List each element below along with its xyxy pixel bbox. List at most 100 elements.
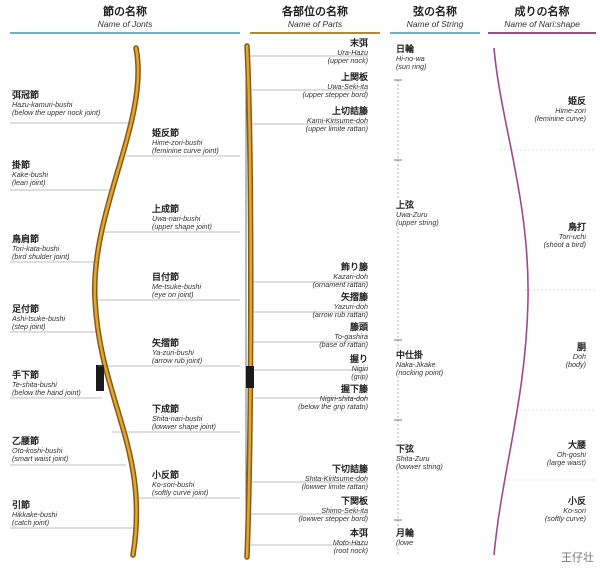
shape-label: 胴 Doh (body) bbox=[566, 342, 586, 369]
part-translation: (root nock) bbox=[333, 546, 368, 556]
joint-translation: (softly curve joint) bbox=[152, 488, 209, 498]
joint-jp: 乙腰節 bbox=[12, 436, 40, 446]
joint-jp: 引節 bbox=[12, 500, 31, 510]
string-translation: (nocking point) bbox=[396, 368, 444, 378]
joint-translation: (upper shape joint) bbox=[152, 222, 212, 232]
part-jp: 籐頭 bbox=[349, 322, 368, 332]
string-jp: 下弦 bbox=[396, 444, 415, 454]
joint-romaji: Ashi-tsuke-bushi bbox=[12, 314, 66, 323]
string-translation: (upper string) bbox=[396, 218, 439, 228]
joint-translation: (catch joint) bbox=[12, 518, 50, 528]
joint-label: 引節 Hikkake-bushi (catch joint) bbox=[12, 500, 57, 527]
joint-label: 掛節 Kake-bushi (lean joint) bbox=[12, 160, 48, 187]
part-translation: (upper nock) bbox=[327, 56, 368, 66]
part-romaji: Nigiri-shita-doh bbox=[319, 394, 368, 403]
header-shapes-line bbox=[488, 32, 596, 34]
joint-romaji: Ya-zuri-bushi bbox=[152, 348, 194, 357]
joint-translation: (feminine curve joint) bbox=[152, 146, 219, 156]
string-romaji: Uwa-Zuru bbox=[396, 210, 428, 219]
bow-parts-grip bbox=[246, 366, 254, 388]
part-romaji: Shimo-Seki-ita bbox=[321, 506, 368, 515]
string-label: 上弦 Uwa-Zuru (upper string) bbox=[396, 200, 439, 228]
shape-romaji: Doh bbox=[572, 352, 586, 361]
part-label: 握り Nigiri (grip) bbox=[350, 354, 368, 381]
shape-translation: (large waist) bbox=[546, 458, 586, 468]
string-translation: (sun ring) bbox=[396, 62, 427, 72]
joint-jp: 足付節 bbox=[12, 304, 40, 314]
string-romaji: Hi-no-wa bbox=[396, 54, 425, 63]
part-translation: (arrow rub rattan) bbox=[312, 310, 368, 320]
joint-romaji: Oto-koshi-bushi bbox=[12, 446, 63, 455]
joint-translation: (eye on joint) bbox=[152, 290, 194, 300]
shape-romaji: Ko-sori bbox=[563, 506, 586, 515]
joint-label: 手下節 Te-shita-bushi (below the hand joint… bbox=[12, 370, 81, 397]
header-strings-jp: 弦の名称 bbox=[413, 6, 457, 18]
part-label: 矢摺籐 Yazuri-doh (arrow rub rattan) bbox=[312, 292, 368, 319]
part-label: 飾り籐 Kazari-doh (ornament rattan) bbox=[312, 262, 368, 289]
part-jp: 矢摺籐 bbox=[340, 292, 368, 302]
string-jp: 月輪 bbox=[396, 528, 415, 538]
part-jp: 上切詰籐 bbox=[331, 106, 368, 116]
part-translation: (upper stepper bord) bbox=[302, 90, 368, 100]
part-translation: (base of rattan) bbox=[319, 340, 368, 350]
shape-jp: 胴 bbox=[576, 342, 586, 352]
joint-translation: (below the upper nock joint) bbox=[12, 108, 101, 118]
header-parts: 各部位の名称 Name of Parts bbox=[250, 6, 380, 29]
part-label: 握下籐 Nigiri-shita-doh (below the grip rat… bbox=[298, 384, 368, 411]
joint-jp: 下成節 bbox=[152, 404, 180, 414]
watermark: 王仔壮 bbox=[561, 552, 594, 564]
joint-label: 足付節 Ashi-tsuke-bushi (step joint) bbox=[12, 304, 65, 331]
shape-translation: (body) bbox=[565, 360, 586, 370]
joint-jp: 鳥肩節 bbox=[12, 234, 40, 244]
shape-romaji: Oh-goshi bbox=[556, 450, 586, 459]
part-romaji: Ura-Hazu bbox=[337, 48, 368, 57]
joint-translation: (lowwer shape joint) bbox=[152, 422, 216, 432]
part-label: 下関板 Shimo-Seki-ita (lowwer stepper bord) bbox=[298, 496, 368, 523]
shape-label: 姫反 Hime-zori (feminine curve) bbox=[534, 96, 586, 123]
header-joints-line bbox=[10, 32, 240, 34]
joint-label: 弭冠節 Hazu-kamuri-bushi (below the upper n… bbox=[12, 90, 100, 117]
shape-romaji: Tori-uchi bbox=[558, 232, 586, 241]
shape-translation: (softly curve) bbox=[544, 514, 586, 524]
joint-label: 小反節 Ko-sori-bushi (softly curve joint) bbox=[152, 470, 208, 497]
joint-romaji: Shita-nari-bushi bbox=[152, 414, 203, 423]
joint-translation: (below the hand joint) bbox=[12, 388, 81, 398]
header-parts-line bbox=[250, 32, 380, 34]
part-label: 下切詰籐 Shita-Kiritsume-doh (lowwer limite … bbox=[302, 464, 368, 491]
header-strings-line bbox=[390, 32, 480, 34]
joint-translation: (arrow rub joint) bbox=[152, 356, 203, 366]
string-jp: 上弦 bbox=[396, 200, 415, 210]
joint-jp: 目付節 bbox=[152, 272, 180, 282]
string-romaji: Naka-Jikake bbox=[396, 360, 436, 369]
joint-romaji: Hazu-kamuri-bushi bbox=[12, 100, 73, 109]
part-romaji: Kazari-doh bbox=[333, 272, 368, 281]
part-romaji: Nigiri bbox=[351, 364, 368, 373]
joint-label: 乙腰節 Oto-koshi-bushi (smart waist joint) bbox=[12, 436, 68, 463]
joint-label: 姫反節 Hime-zori-bushi (feminine curve join… bbox=[152, 128, 219, 155]
string-jp: 中仕掛 bbox=[396, 350, 424, 360]
joint-jp: 弭冠節 bbox=[12, 90, 40, 100]
part-jp: 握下籐 bbox=[340, 384, 368, 394]
shape-label: 大腰 Oh-goshi (large waist) bbox=[547, 440, 586, 467]
header-shapes: 成りの名称 Name of Nari:shape bbox=[488, 6, 596, 29]
string-translation: (lowe bbox=[396, 538, 414, 547]
part-jp: 下関板 bbox=[340, 496, 368, 506]
part-jp: 上関板 bbox=[340, 72, 368, 82]
part-jp: 下切詰籐 bbox=[331, 464, 368, 474]
part-label: 末弭 Ura-Hazu (upper nock) bbox=[328, 38, 368, 65]
part-translation: (below the grip ratatn) bbox=[298, 402, 368, 412]
bow-joints-limb-highlight bbox=[93, 46, 140, 557]
shape-label: 小反 Ko-sori (softly curve) bbox=[545, 496, 586, 523]
joint-translation: (lean joint) bbox=[12, 178, 46, 188]
bow-joints-grip bbox=[96, 365, 104, 391]
joint-romaji: Te-shita-bushi bbox=[12, 380, 57, 389]
header-shapes-en: Name of Nari:shape bbox=[504, 19, 580, 29]
part-translation: (upper limite rattan) bbox=[305, 124, 368, 134]
part-jp: 飾り籐 bbox=[340, 262, 368, 272]
part-romaji: Uwa-Seki-ita bbox=[327, 82, 368, 91]
joint-jp: 掛節 bbox=[12, 160, 31, 170]
joint-romaji: Ko-sori-bushi bbox=[152, 480, 195, 489]
shape-jp: 大腰 bbox=[567, 440, 586, 450]
header-joints-jp: 節の名称 bbox=[103, 6, 147, 18]
